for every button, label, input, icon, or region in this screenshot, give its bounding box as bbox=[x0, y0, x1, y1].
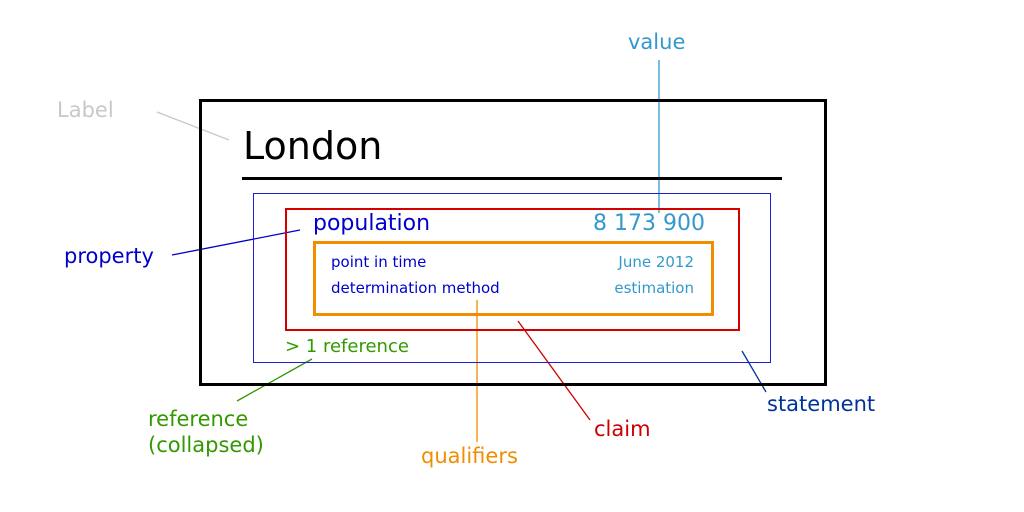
qualifiers-box bbox=[313, 241, 714, 316]
qualifier-value[interactable]: June 2012 bbox=[618, 253, 694, 271]
reference-toggle[interactable]: > 1 reference bbox=[285, 336, 409, 357]
property-connector bbox=[171, 229, 301, 256]
claim-box bbox=[285, 208, 740, 331]
annotation-label: Label bbox=[57, 98, 114, 122]
item-frame bbox=[199, 99, 827, 386]
annotation-property: property bbox=[64, 244, 154, 268]
annotation-qualifiers: qualifiers bbox=[421, 444, 518, 468]
claim-value[interactable]: 8 173 900 bbox=[593, 211, 705, 236]
qualifier-value[interactable]: estimation bbox=[614, 279, 694, 297]
statement-box bbox=[253, 193, 771, 363]
annotation-value: value bbox=[628, 30, 686, 54]
qualifier-property[interactable]: point in time bbox=[331, 253, 427, 271]
reference-connector bbox=[236, 358, 313, 402]
annotation-reference: reference (collapsed) bbox=[148, 406, 264, 458]
claim-property[interactable]: population bbox=[313, 211, 431, 236]
qualifier-property[interactable]: determination method bbox=[331, 279, 500, 297]
annotation-claim: claim bbox=[594, 417, 651, 441]
label-underline bbox=[242, 177, 782, 180]
item-label: London bbox=[243, 124, 383, 168]
annotation-reference-line1: reference bbox=[148, 407, 249, 431]
annotation-reference-line2: (collapsed) bbox=[148, 433, 264, 457]
label-connector bbox=[156, 111, 230, 141]
annotation-statement: statement bbox=[767, 392, 876, 416]
claim-connector bbox=[517, 320, 591, 421]
